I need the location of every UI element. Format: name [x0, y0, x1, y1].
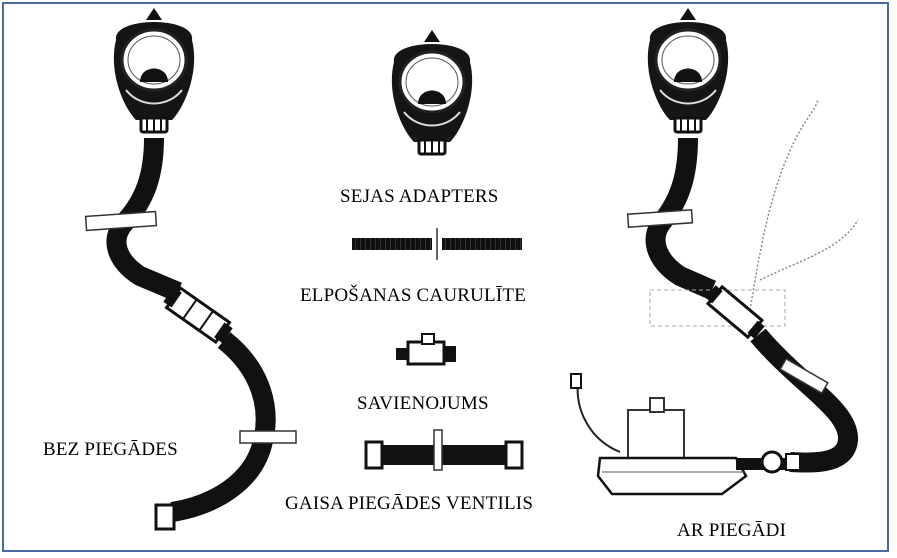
label-bez-piegades: BEZ PIEGĀDES: [43, 439, 178, 461]
label-ar-piegadi: AR PIEGĀDI: [677, 520, 786, 542]
label-savienojums: SAVIENOJUMS: [357, 393, 489, 415]
label-sejas-adapters: SEJAS ADAPTERS: [340, 186, 499, 208]
label-gaisa-piegades-ventilis: GAISA PIEGĀDES VENTILIS: [285, 493, 533, 515]
right-assembly: [571, 8, 858, 494]
label-elposanas-caurulite: ELPOŠANAS CAURULĪTE: [300, 285, 526, 307]
